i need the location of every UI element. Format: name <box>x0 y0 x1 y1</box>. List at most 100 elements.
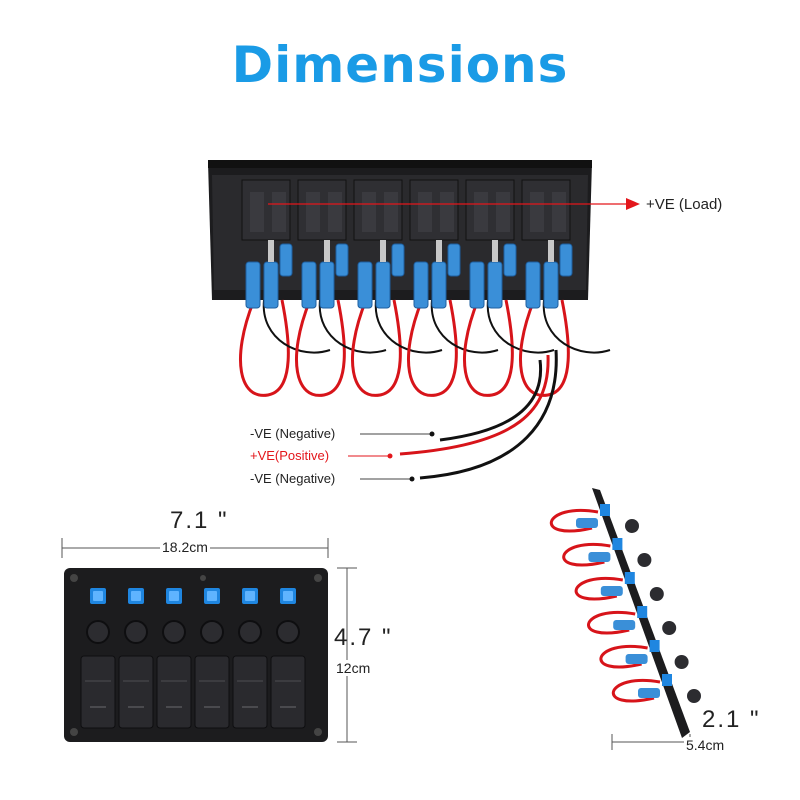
side-connector <box>613 620 636 630</box>
panel-back-view <box>208 160 611 397</box>
side-red-wire <box>599 645 648 669</box>
blue-connector <box>431 261 447 309</box>
rocker-ridge <box>275 680 301 682</box>
positive-lead <box>399 354 550 456</box>
red-wire <box>463 299 514 397</box>
blue-indicator-lens <box>245 591 255 601</box>
side-indicator <box>612 538 623 550</box>
side-fuse-cap <box>637 553 652 567</box>
black-wire <box>374 299 443 354</box>
rocker-switch <box>232 655 268 729</box>
side-connector <box>600 586 623 596</box>
rocker-switch <box>80 655 116 729</box>
switch-back-terminal <box>306 192 320 232</box>
switch-back-terminal <box>440 192 454 232</box>
rocker-ridge <box>161 680 187 682</box>
rocker-mark <box>128 706 144 708</box>
black-wire <box>262 299 331 354</box>
switch-back-terminal <box>552 192 566 232</box>
page-title: Dimensions <box>231 36 569 94</box>
rocker-ridge <box>237 680 263 682</box>
black-wire <box>486 299 555 354</box>
switch-back-terminal <box>474 192 488 232</box>
width-cm: 18.2cm <box>160 539 210 555</box>
metal-terminal <box>436 240 442 262</box>
side-red-wire <box>562 543 611 567</box>
blue-connector <box>413 261 429 309</box>
fuse-cap <box>162 620 186 644</box>
fuse-cap <box>200 620 224 644</box>
rocker-mark <box>280 706 296 708</box>
depth-inches: 2.1 " <box>702 706 761 733</box>
side-connector <box>625 654 648 664</box>
black-wire <box>542 299 611 354</box>
rocker-ridge <box>199 680 225 682</box>
blue-indicator-lens <box>169 591 179 601</box>
fuse-cap <box>124 620 148 644</box>
switch-back-terminal <box>328 192 342 232</box>
switch-panel-side <box>549 488 701 738</box>
load-label: +VE (Load) <box>646 196 723 213</box>
blue-connector <box>335 243 349 277</box>
black-wire <box>318 299 387 354</box>
rocker-switch <box>156 655 192 729</box>
negative-label-top: -VE (Negative) <box>250 426 336 441</box>
height-dimension-line <box>337 567 357 743</box>
switch-back-terminal <box>384 192 398 232</box>
rocker-mark <box>204 706 220 708</box>
blue-connector <box>357 261 373 309</box>
blue-connector <box>391 243 405 277</box>
red-wire <box>519 299 570 397</box>
negative-lead-top <box>439 359 543 442</box>
blue-connector <box>263 261 279 309</box>
side-indicator <box>624 572 635 584</box>
side-indicator <box>649 640 660 652</box>
positive-label: +VE(Positive) <box>250 448 330 463</box>
red-wire <box>295 299 346 397</box>
metal-terminal <box>380 240 386 262</box>
rocker-switch <box>194 655 230 729</box>
blue-indicator-lens <box>283 591 293 601</box>
negative-lead-bottom <box>419 349 558 480</box>
blue-indicator-lens <box>93 591 103 601</box>
red-wire <box>239 299 290 397</box>
blue-connector <box>469 261 485 309</box>
rocker-mark <box>166 706 182 708</box>
fuse-cap <box>238 620 262 644</box>
metal-terminal <box>548 240 554 262</box>
rocker-mark <box>242 706 258 708</box>
blue-connector <box>245 261 261 309</box>
rocker-switch <box>118 655 154 729</box>
blue-connector <box>447 243 461 277</box>
rocker-switch <box>270 655 306 729</box>
switch-back-terminal <box>250 192 264 232</box>
blue-connector <box>525 261 541 309</box>
side-red-wire <box>586 611 636 635</box>
depth-cm: 5.4cm <box>684 737 727 753</box>
blue-indicator-lens <box>207 591 217 601</box>
side-fuse-cap <box>687 689 701 703</box>
red-wire <box>351 299 402 397</box>
rocker-ridge <box>123 680 149 682</box>
blue-connector <box>543 261 559 309</box>
red-wire <box>407 299 458 397</box>
switch-panel-front <box>64 568 328 742</box>
switch-back-terminal <box>496 192 510 232</box>
depth-dimension-line <box>611 734 691 750</box>
side-fuse-cap <box>625 519 639 533</box>
switch-back-terminal <box>418 192 432 232</box>
metal-terminal <box>324 240 330 262</box>
rocker-ridge <box>85 680 111 682</box>
blue-indicator-lens <box>131 591 141 601</box>
side-indicator <box>600 504 610 516</box>
negative-label-bottom: -VE (Negative) <box>250 471 336 486</box>
blue-connector <box>375 261 391 309</box>
side-red-wire <box>574 577 624 601</box>
fuse-cap <box>276 620 300 644</box>
load-arrow-head <box>626 198 640 210</box>
width-inches: 7.1 " <box>170 507 229 534</box>
side-indicator <box>662 674 672 686</box>
blue-connector <box>559 243 573 277</box>
side-connector <box>638 688 660 698</box>
